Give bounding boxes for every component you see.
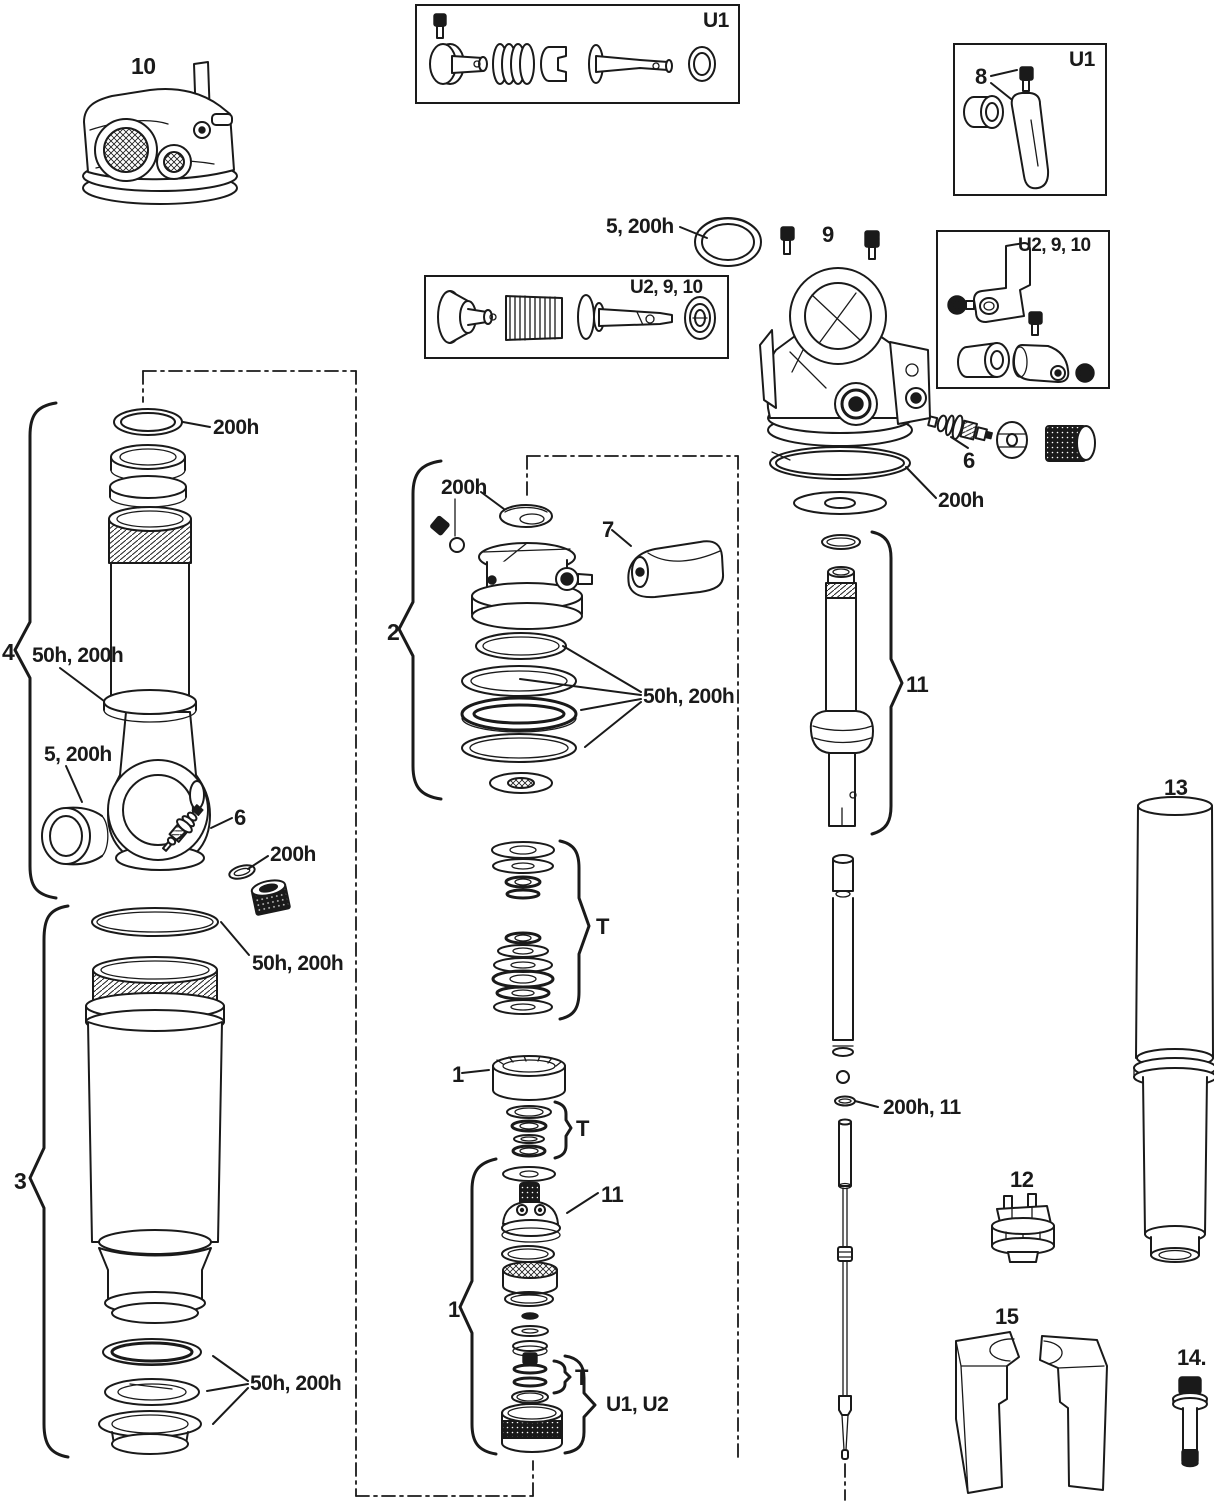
callout-50h-200h-part3-bottom: 50h, 200h [250,1372,342,1395]
callout-part-13: 13 [1164,775,1188,800]
part-3-air-can-assembly [85,907,225,1455]
part-11-inner-shaft-parts [832,854,856,1460]
bracket-part-3 [28,904,70,1459]
part-14-shaft-bolt [1172,1376,1208,1468]
bracket-t-mid [553,1100,573,1160]
callout-50h-200h-part2: 50h, 200h [643,685,735,708]
part-11-damper-shaft [809,534,874,827]
callout-bushing-top: 5, 200h [606,215,674,238]
callout-t-bottom: T [575,1365,588,1390]
bracket-t-bottom [552,1359,572,1395]
leader-lines [59,226,969,1425]
callout-part-6-right: 6 [963,448,975,473]
inset-u2-9-10-mid-parts [437,290,716,344]
shim-stack-t-main [491,841,555,1015]
bushing-5-200h-top [694,217,762,267]
callout-part-3: 3 [14,1168,27,1194]
shim-stack-t-mid [502,1105,556,1182]
inset-u1-right-label: U1 [1069,48,1095,71]
callout-u1-u2-group: U1, U2 [606,1393,669,1416]
callout-part-10: 10 [131,53,156,79]
grouping-brackets [13,401,904,1459]
part-13-air-sleeve [1133,796,1214,1263]
service-boundary-lines [142,370,846,1501]
callout-200h-part2: 200h [441,476,487,499]
callout-t-mid: T [576,1116,589,1141]
part-1-damper-piston-assembly [501,1182,563,1453]
callout-part-9: 9 [822,222,834,247]
callout-200h-11: 200h, 11 [883,1096,961,1119]
callout-part-14: 14. [1177,1345,1207,1370]
part-10-damper-body-drawing [82,61,238,205]
callout-part-6-left: 6 [234,805,246,830]
part-2-seal-head-assembly [430,498,725,794]
callout-part-11-piston: 11 [601,1182,624,1207]
callout-part-15: 15 [995,1304,1019,1329]
bracket-t-main [558,839,591,1021]
callout-part-11-shaft: 11 [906,672,929,697]
bracket-u1-u2 [563,1354,597,1455]
inset-u2-9-10-right-parts [947,242,1095,383]
callout-200h-left: 200h [270,843,316,866]
bracket-part-4 [13,401,58,900]
bracket-part-1 [458,1157,498,1456]
callout-t-main: T [596,914,609,939]
part-9-air-can-head [759,226,931,447]
callout-200h-right: 200h [938,489,984,512]
inset-u1-top-label: U1 [703,9,729,32]
callout-part-1-bottom: 1 [448,1297,460,1322]
callout-50h-200h-part3-top: 50h, 200h [252,952,344,975]
inset-u2-9-10-mid-label: U2, 9, 10 [630,277,703,298]
part-15-vise-blocks [955,1331,1108,1494]
part-1-piston-band [492,1055,566,1101]
callout-bushing-part4: 5, 200h [44,743,112,766]
callout-200h-part4: 200h [213,416,259,439]
callout-part-1-top: 1 [452,1062,464,1087]
inset-u1-top-parts [429,13,716,85]
bracket-part-2 [397,459,443,801]
callout-part-4: 4 [2,639,15,665]
callout-part-8: 8 [975,64,987,89]
callout-part-2: 2 [387,619,400,645]
callout-part-12: 12 [1010,1167,1034,1192]
callout-50h-200h-part4: 50h, 200h [32,644,124,667]
inset-u1-right-parts [963,66,1050,190]
part-12-shaft-clamp-tool [991,1193,1055,1263]
callout-part-7: 7 [602,517,614,542]
part-4-damper-body-assembly [41,408,291,916]
valve-core-6-right [927,414,1096,462]
inset-u2-9-10-right-label: U2, 9, 10 [1018,235,1091,256]
bracket-part-11 [870,530,904,836]
oring-200h-right [769,446,911,515]
